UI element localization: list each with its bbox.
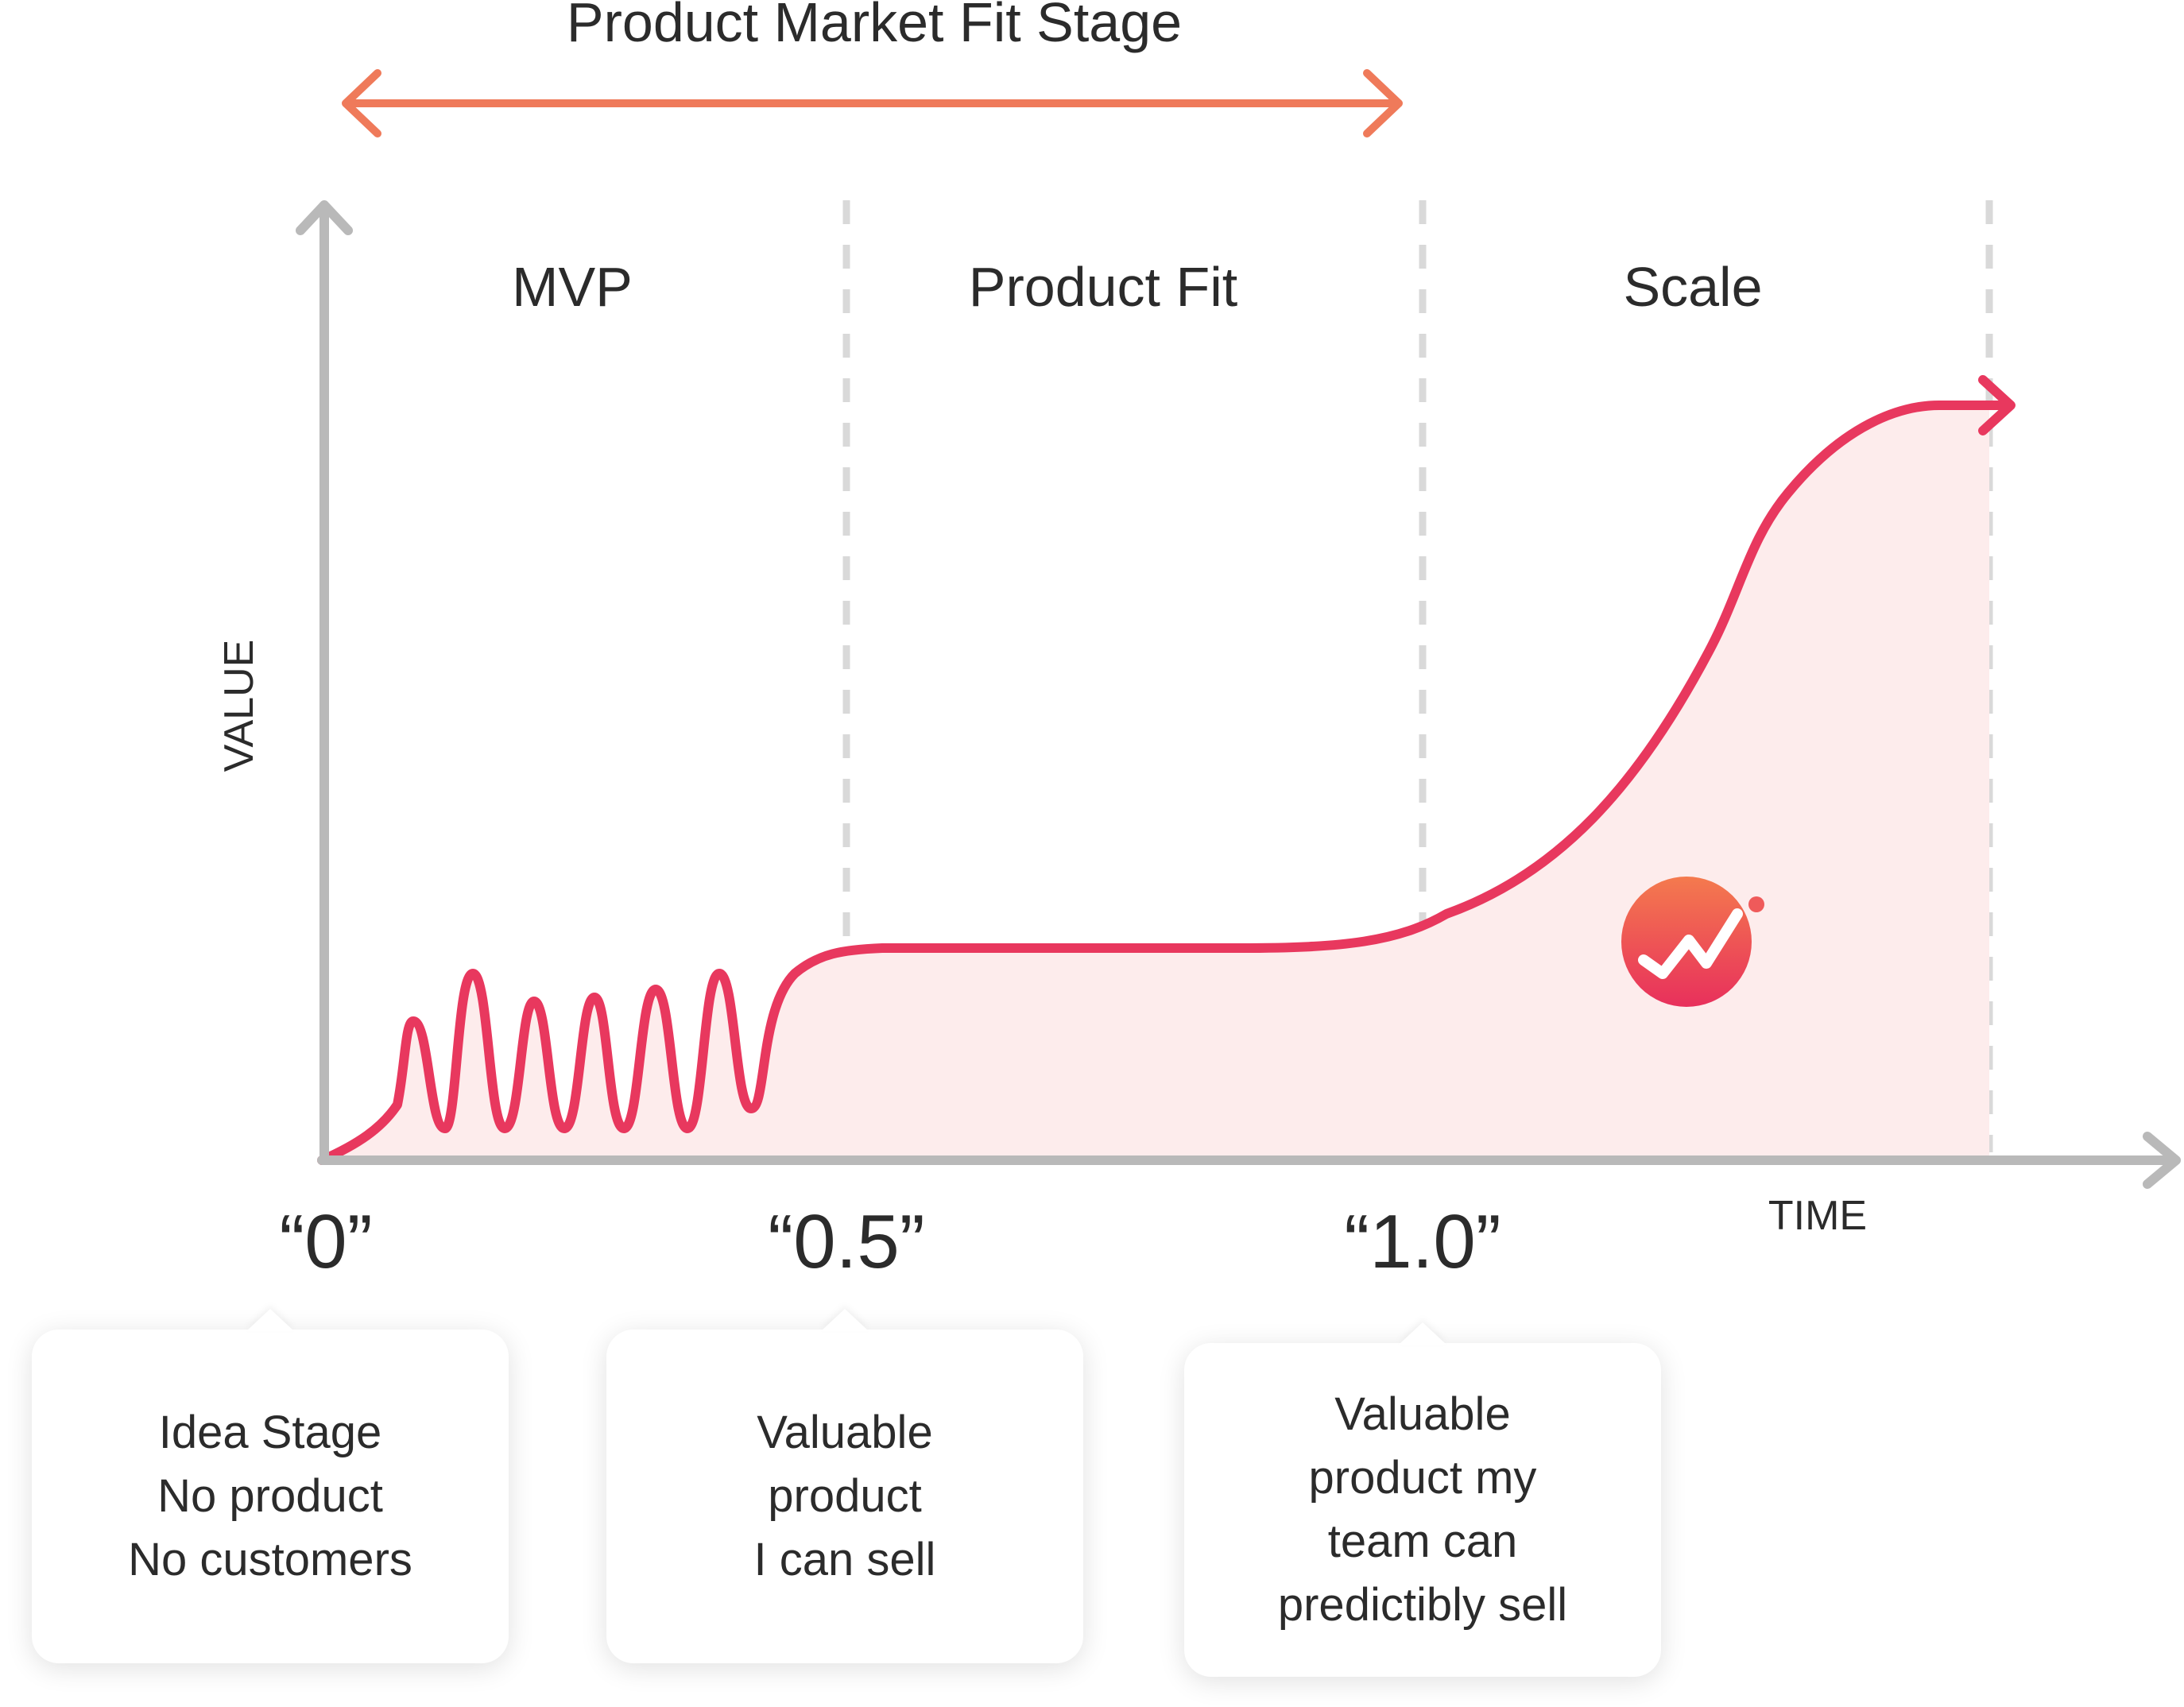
value-curve-arrowhead <box>1978 375 2016 435</box>
callout-line: I can sell <box>753 1534 936 1585</box>
callout-line: No customers <box>128 1534 412 1585</box>
trend-up-logo-icon <box>1621 877 1764 1007</box>
y-axis-arrowhead <box>296 200 353 235</box>
x-axis-label: TIME <box>1768 1193 1867 1239</box>
tick-label-0-5: “0.5” <box>768 1199 924 1284</box>
value-area-fill <box>322 405 1989 1160</box>
tick-label-1-0: “1.0” <box>1344 1199 1501 1284</box>
stage-title: Product Market Fit Stage <box>567 0 1182 53</box>
value-curve <box>317 401 2008 1165</box>
callout-text-0-5: Valuable product I can sell <box>754 1401 936 1592</box>
callout-line: Valuable <box>1334 1388 1511 1440</box>
callout-line: Valuable <box>757 1407 933 1458</box>
callout-card-0: Idea Stage No product No customers <box>32 1330 509 1663</box>
callout-text-1-0: Valuable product my team can predictibly… <box>1278 1383 1567 1637</box>
callout-line: predictibly sell <box>1277 1579 1568 1631</box>
stage-range-arrow <box>342 69 1403 137</box>
phase-label-scale: Scale <box>1623 256 1762 318</box>
y-axis-label: VALUE <box>216 640 262 772</box>
x-axis-arrowhead <box>2143 1132 2181 1189</box>
callout-card-0-5: Valuable product I can sell <box>606 1330 1083 1663</box>
tick-label-0: “0” <box>279 1199 372 1284</box>
callout-line: No product <box>157 1470 383 1522</box>
callout-line: product <box>768 1470 922 1522</box>
callout-line: product my <box>1308 1452 1537 1504</box>
callout-card-1-0: Valuable product my team can predictibly… <box>1184 1343 1661 1677</box>
callout-text-0: Idea Stage No product No customers <box>128 1401 412 1592</box>
axes <box>296 200 2181 1189</box>
callout-line: team can <box>1327 1515 1518 1567</box>
callout-line: Idea Stage <box>158 1407 382 1458</box>
phase-label-mvp: MVP <box>512 256 633 318</box>
phase-label-product-fit: Product Fit <box>969 256 1237 318</box>
